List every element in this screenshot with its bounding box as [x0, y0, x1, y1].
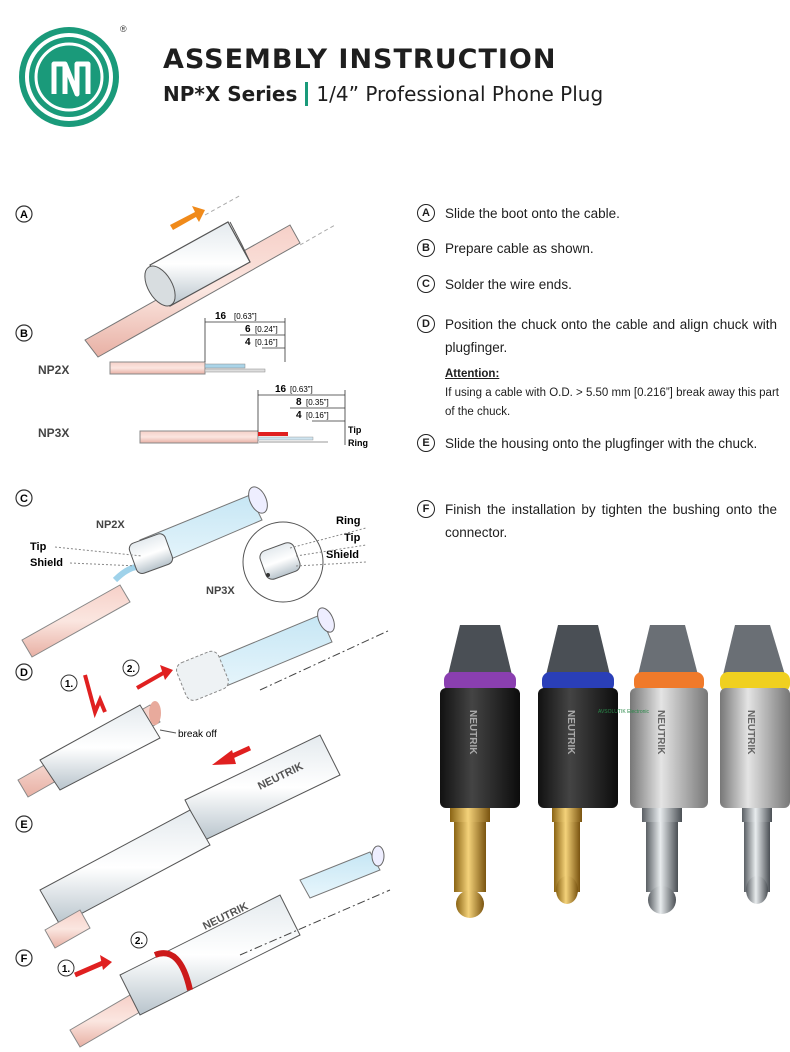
np3x-label: NP3X — [38, 426, 69, 440]
svg-text:4: 4 — [296, 410, 302, 421]
svg-text:D: D — [20, 667, 28, 679]
svg-text:16: 16 — [275, 384, 287, 395]
step-letter: C — [417, 275, 435, 293]
step-letter: B — [417, 239, 435, 257]
diagram-step-e: E NEUTRIK — [15, 734, 385, 949]
svg-text:6: 6 — [245, 324, 251, 335]
attention-heading: Attention: — [445, 368, 500, 380]
step-d: D Position the chuck onto the cable and … — [417, 313, 777, 359]
red-arrow-icon — [83, 674, 107, 719]
product-description: 1/4” Professional Phone Plug — [316, 82, 604, 106]
svg-text:Tip: Tip — [348, 425, 362, 435]
svg-text:[0.35”]: [0.35”] — [306, 398, 329, 407]
registered-mark: ® — [120, 24, 127, 34]
step-letter: A — [417, 204, 435, 222]
svg-text:E: E — [20, 819, 27, 831]
diagram-step-c: C NP2X Tip Shield NP3X Ring Tip Shield — [15, 486, 367, 658]
series-name: NP*X Series — [163, 82, 298, 106]
svg-text:C: C — [20, 493, 28, 505]
svg-text:Shield: Shield — [30, 557, 63, 569]
step-f: F Finish the installation by tighten the… — [417, 498, 777, 544]
yellow-ring — [720, 672, 790, 692]
svg-text:Tip: Tip — [344, 532, 361, 544]
svg-text:1.: 1. — [62, 964, 71, 975]
svg-text:4: 4 — [245, 337, 251, 348]
svg-text:NP2X: NP2X — [96, 519, 125, 531]
step-text: Prepare cable as shown. — [445, 241, 594, 256]
watermark: AVSOLUTIK Electronic — [598, 709, 650, 715]
attention-note: Attention: If using a cable with O.D. > … — [445, 365, 780, 422]
step-a: A Slide the boot onto the cable. — [417, 202, 777, 225]
orange-arrow-icon — [170, 206, 205, 230]
connector-nickel-yellow: NEUTRIK — [720, 625, 790, 904]
assembly-diagram: A B NP2X 16 [0.63”] 6 [0.24”] 4 [0.16”] … — [15, 195, 391, 1048]
step-text: Solder the wire ends. — [445, 277, 572, 292]
svg-text:NEUTRIK: NEUTRIK — [655, 710, 666, 755]
connector-nickel-orange: NEUTRIK — [630, 625, 708, 914]
step-letter: D — [417, 315, 435, 333]
step-b: B Prepare cable as shown. — [417, 237, 777, 260]
neutrik-logo: ® — [19, 24, 127, 127]
step-c: C Solder the wire ends. — [417, 273, 777, 296]
svg-text:NP3X: NP3X — [206, 585, 235, 597]
svg-text:[0.24”]: [0.24”] — [255, 325, 278, 334]
svg-text:[0.16”]: [0.16”] — [306, 411, 329, 420]
red-arrow-icon — [74, 959, 106, 978]
svg-text:F: F — [21, 953, 28, 965]
connector-black-gold-purple: NEUTRIK — [440, 625, 520, 918]
step-letter: F — [417, 500, 435, 518]
svg-text:[0.16”]: [0.16”] — [255, 338, 278, 347]
svg-text:NEUTRIK: NEUTRIK — [745, 710, 756, 755]
product-photo: NEUTRIK NEUTRIK NEUTRIK NEUTRIK AVSOLUTI… — [440, 625, 790, 918]
svg-text:8: 8 — [296, 397, 302, 408]
break-off-label: break off — [178, 729, 217, 740]
connector-black-gold-blue: NEUTRIK — [538, 625, 618, 904]
orange-ring — [634, 672, 704, 692]
step-letter: E — [417, 434, 435, 452]
page-subtitle: NP*X Series 1/4” Professional Phone Plug — [163, 82, 603, 106]
step-e: E Slide the housing onto the plugfinger … — [417, 432, 777, 455]
step-text: Slide the housing onto the plugfinger wi… — [445, 436, 758, 451]
svg-text:B: B — [20, 328, 28, 340]
diagram-step-b: B NP2X 16 [0.63”] 6 [0.24”] 4 [0.16”] NP… — [15, 311, 368, 448]
attention-text: If using a cable with O.D. > 5.50 mm [0.… — [445, 387, 779, 418]
svg-text:[0.63”]: [0.63”] — [234, 312, 257, 321]
svg-text:1.: 1. — [65, 679, 74, 690]
svg-text:Ring: Ring — [348, 438, 368, 448]
svg-text:16: 16 — [215, 311, 227, 322]
diagram-step-f: F NEUTRIK 1. 2. — [15, 889, 391, 1048]
step-text: Slide the boot onto the cable. — [445, 206, 620, 221]
blue-ring — [542, 672, 614, 692]
svg-text:Tip: Tip — [30, 541, 47, 553]
purple-ring — [444, 672, 516, 692]
svg-text:[0.63”]: [0.63”] — [290, 385, 313, 394]
svg-text:2.: 2. — [135, 936, 144, 947]
page-title: ASSEMBLY INSTRUCTION — [163, 44, 557, 75]
step-text: Finish the installation by tighten the b… — [445, 502, 777, 540]
diagram-letter: A — [20, 209, 28, 221]
diagram-step-d: D 1. 2. break off — [15, 607, 391, 798]
diagram-step-a: A — [15, 195, 336, 358]
svg-text:Shield: Shield — [326, 549, 359, 561]
step-text: Position the chuck onto the cable and al… — [445, 317, 777, 355]
svg-text:2.: 2. — [127, 664, 136, 675]
title-divider — [305, 82, 309, 106]
np2x-label: NP2X — [38, 363, 69, 377]
red-arrow-icon — [136, 670, 166, 690]
svg-text:NEUTRIK: NEUTRIK — [467, 710, 478, 755]
svg-text:NEUTRIK: NEUTRIK — [565, 710, 576, 755]
svg-text:Ring: Ring — [336, 515, 360, 527]
